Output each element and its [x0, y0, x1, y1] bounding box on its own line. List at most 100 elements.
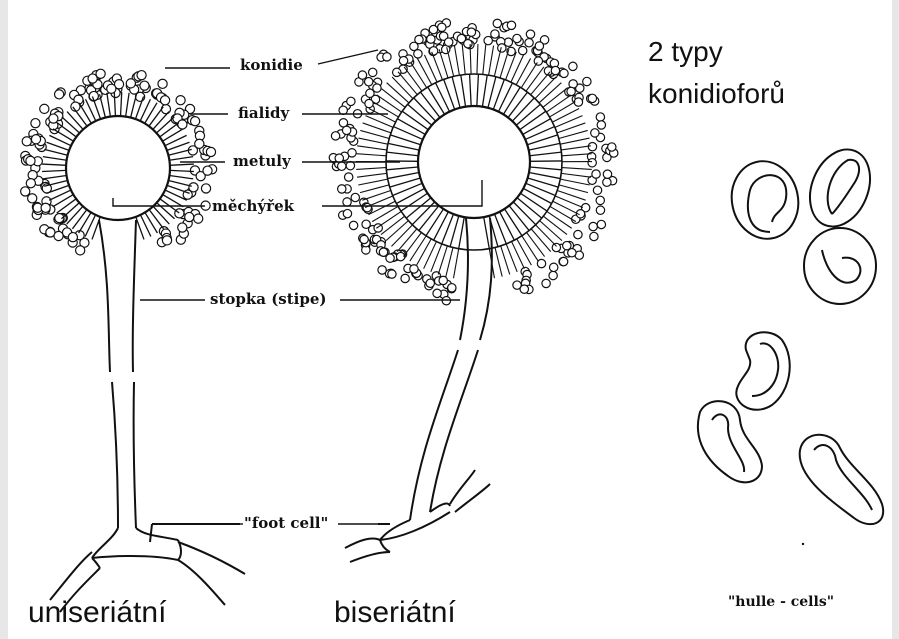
conidium [26, 179, 35, 188]
conidium [362, 220, 370, 228]
phialide [424, 242, 437, 269]
phialide [512, 242, 525, 269]
phialide [546, 95, 571, 112]
metula [523, 188, 551, 203]
metula [517, 198, 542, 218]
conidium [552, 243, 560, 251]
metula [503, 87, 520, 114]
phialide [562, 168, 592, 170]
hulle-cell [799, 140, 881, 235]
conidium [203, 166, 212, 175]
phialide [44, 149, 67, 155]
conidium [343, 198, 351, 206]
metula [488, 77, 496, 108]
conidium [31, 119, 40, 128]
phialide [417, 58, 431, 84]
phialide [57, 199, 76, 213]
phialide [357, 146, 387, 150]
metula [386, 167, 418, 170]
metula [406, 198, 431, 218]
phialide [516, 58, 530, 84]
conidium [551, 66, 559, 74]
conidium [331, 132, 339, 140]
conidium [185, 212, 194, 221]
phialide [376, 211, 401, 228]
conidium [342, 126, 350, 134]
conidium [162, 236, 171, 245]
conidium [596, 196, 604, 204]
conidium [76, 246, 85, 255]
conidium [386, 254, 394, 262]
conidium [358, 71, 366, 79]
metula [513, 202, 535, 225]
phialide [369, 108, 396, 122]
metula [530, 167, 562, 170]
conidium [534, 57, 542, 65]
conidium [178, 223, 187, 232]
metula [529, 143, 560, 150]
conidium [335, 154, 343, 162]
phialide [168, 180, 191, 186]
phialide [53, 195, 74, 207]
conidium [351, 193, 359, 201]
phialide [540, 221, 562, 241]
phialide [356, 154, 386, 156]
conidium [518, 46, 526, 54]
conidium [338, 185, 346, 193]
metula [419, 206, 439, 231]
caption-biseriate: biseriátní [334, 596, 456, 630]
phialide [131, 94, 137, 117]
label-mechyrek: měchýřek [212, 197, 294, 215]
label-stopka: stopka (stipe) [210, 290, 327, 308]
metula [434, 212, 449, 240]
phialide [391, 225, 412, 246]
conidium [191, 117, 200, 126]
phialide [169, 157, 193, 161]
conidium [596, 113, 604, 121]
conidium [603, 170, 611, 178]
conidium [54, 231, 63, 240]
conidium [429, 25, 437, 33]
phialide [43, 157, 67, 161]
conidium [493, 19, 501, 27]
metula [387, 152, 419, 156]
caption-uniseriate: uniseriátní [28, 596, 166, 630]
phialide [156, 117, 174, 133]
conidium [542, 279, 550, 287]
phialide [386, 221, 408, 241]
hulle-cell [800, 435, 884, 524]
conidium [429, 47, 437, 55]
conidium [22, 137, 31, 146]
conidium [608, 143, 616, 151]
conidium [597, 121, 605, 129]
metula [482, 75, 487, 107]
phialide [522, 236, 538, 261]
conidium [574, 230, 582, 238]
phialide [126, 93, 130, 117]
conidium [178, 120, 187, 129]
label-konidie: konidie [240, 56, 303, 74]
metula [388, 173, 419, 179]
conidium [194, 214, 203, 223]
conidium [40, 104, 49, 113]
phialide [398, 72, 417, 95]
phialide [404, 67, 422, 91]
phialide [531, 229, 551, 252]
conidium [597, 220, 605, 228]
conidium [26, 156, 35, 165]
metula [436, 83, 450, 112]
hulle-cell [804, 228, 876, 304]
conidium [201, 184, 210, 193]
conidium [49, 114, 58, 123]
phialide [561, 173, 591, 177]
conidium [603, 178, 611, 186]
conidium [484, 36, 492, 44]
conidium [415, 35, 423, 43]
metula [512, 98, 534, 121]
phialide [561, 146, 591, 150]
phialide [526, 67, 544, 91]
phialide [417, 239, 432, 265]
phialide [157, 203, 175, 219]
phialide [72, 210, 86, 229]
conidium [590, 232, 598, 240]
